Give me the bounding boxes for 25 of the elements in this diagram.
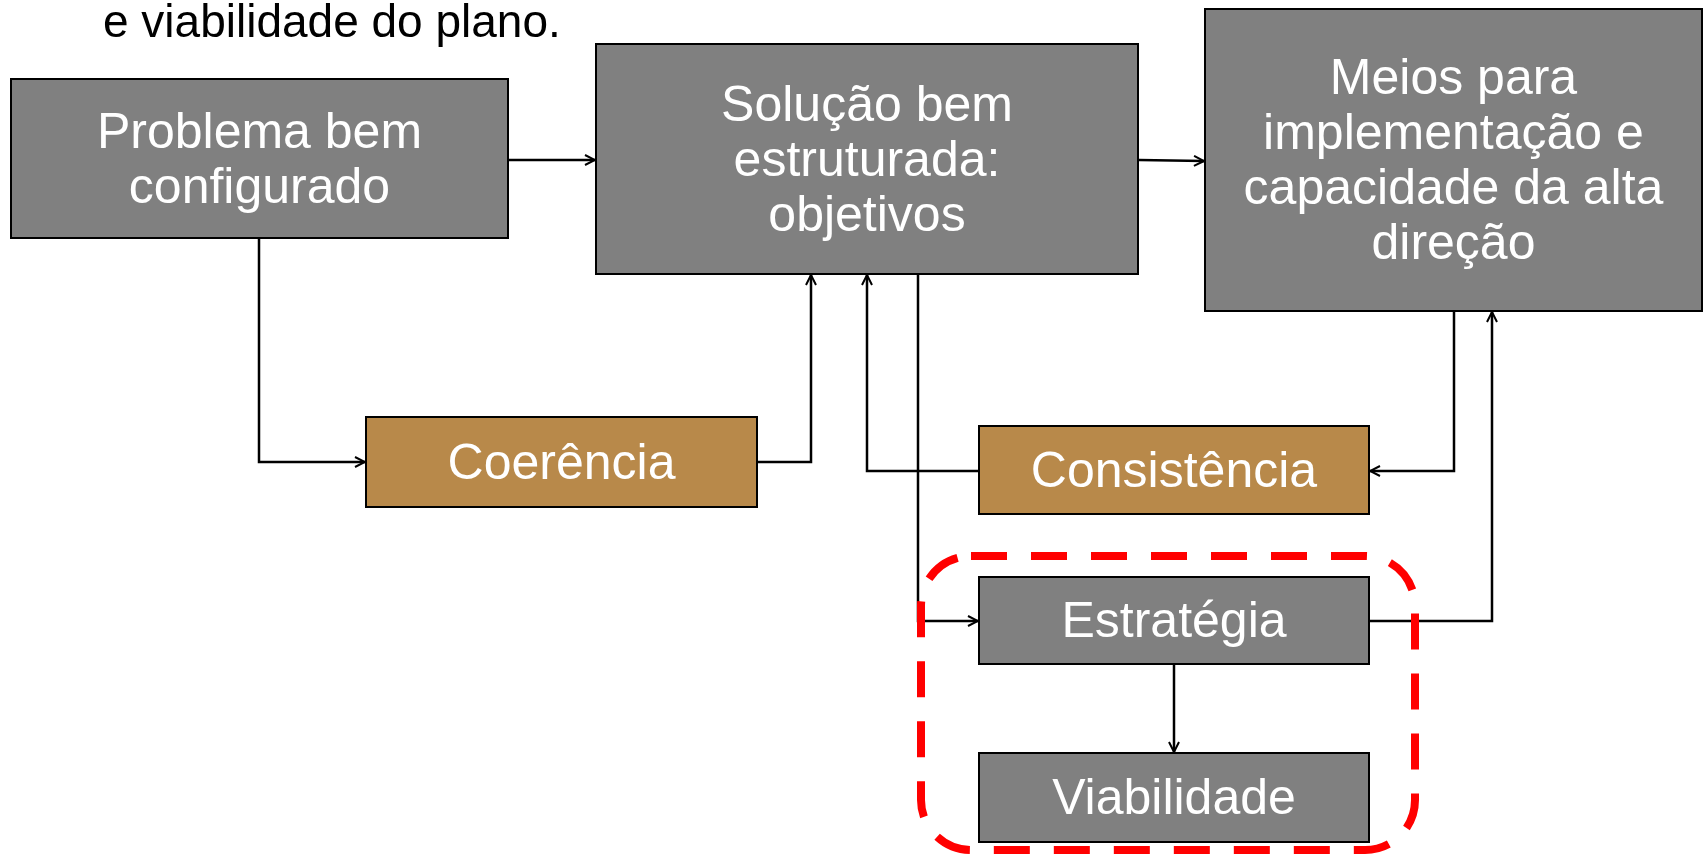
process-box [1204, 8, 1703, 312]
arrow [916, 275, 979, 627]
arrow [1168, 665, 1180, 753]
box-label: Consistência [1030, 442, 1318, 498]
arrow [861, 274, 978, 473]
process-box [978, 425, 1370, 515]
dashed-highlight-frame [917, 552, 1419, 854]
arrow [509, 154, 596, 166]
box-label: Coerência [447, 434, 676, 490]
box-label: Solução bem estruturada: objetivos [720, 76, 1014, 242]
arrow [758, 274, 817, 464]
process-box [365, 416, 758, 508]
process-box [595, 43, 1139, 275]
box-label: Estratégia [1061, 593, 1287, 648]
arrow [257, 239, 366, 468]
process-box [978, 752, 1370, 843]
arrow [1370, 311, 1498, 623]
process-box [978, 576, 1370, 665]
box-label: Problema bem configurado [95, 103, 424, 214]
box-label: Meios para implementação e capacidade da alta direção [1242, 50, 1665, 270]
process-box [10, 78, 509, 239]
arrow [1138, 154, 1205, 167]
box-label: Viabilidade [1052, 770, 1296, 825]
heading-text: e viabilidade do plano. [103, 0, 561, 48]
arrow [1369, 312, 1456, 477]
